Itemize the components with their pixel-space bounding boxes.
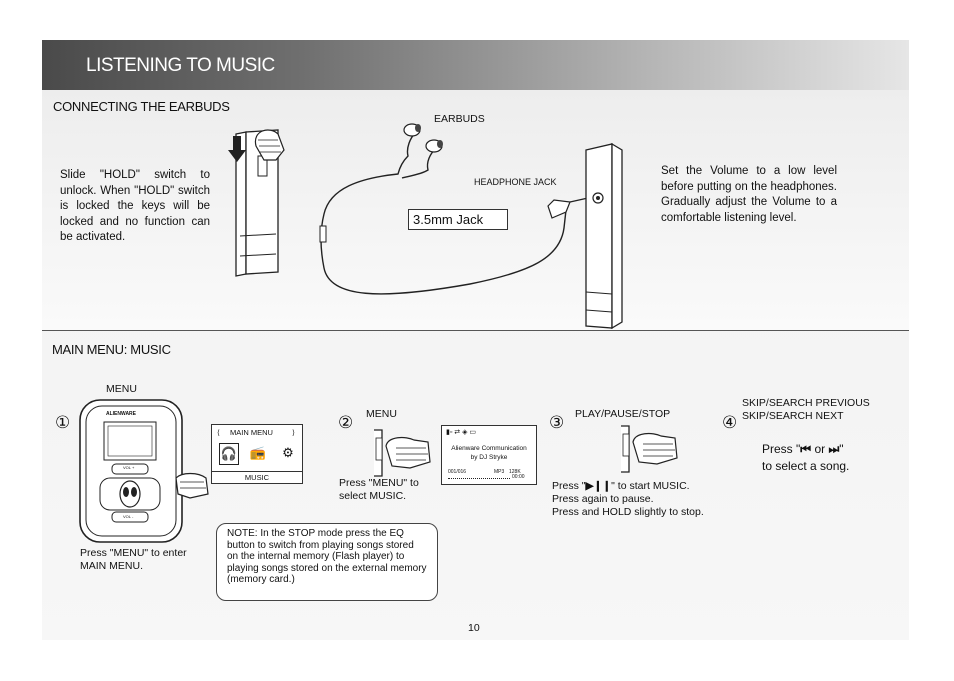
step4-label-next: SKIP/SEARCH NEXT — [742, 410, 844, 422]
step3-number: ③ — [549, 413, 565, 433]
step4-caption-post: " — [839, 442, 844, 456]
song-title: Alienware Communication — [451, 445, 527, 452]
step4-caption-or: or — [814, 442, 826, 456]
earbud-left-icon — [403, 123, 421, 137]
settings-icon: ⚙ — [282, 445, 294, 460]
elapsed-time: 00:00 — [512, 474, 525, 480]
step3-caption-post: " to start MUSIC. — [611, 480, 690, 492]
main-menu-screen: MAIN MENU ⟨ ⟩ 🎧 📻 ⚙ MUSIC — [211, 424, 303, 484]
status-icons: ▮▫ ⇄ ◈ ▭ — [446, 429, 477, 436]
step4-caption-pre: Press " — [762, 442, 801, 456]
chevron-right-icon: ⟩ — [292, 428, 295, 437]
jack-size-label: 3.5mm Jack — [408, 209, 508, 230]
song-artist: by DJ Stryke — [470, 454, 508, 461]
header-bar — [42, 40, 909, 90]
step4-number: ④ — [722, 413, 738, 433]
step3-line3: Press and HOLD slightly to stop. — [552, 506, 704, 518]
step4-label-previous: SKIP/SEARCH PREVIOUS — [742, 397, 870, 409]
audio-bitrate: 128K — [509, 469, 521, 475]
section-divider — [42, 330, 909, 331]
now-playing-screen: ▮▫ ⇄ ◈ ▭ Alienware Communication by DJ S… — [441, 425, 537, 485]
headphones-icon: 🎧 — [219, 443, 239, 465]
player-front-illustration — [79, 399, 209, 543]
progress-bar — [448, 478, 510, 479]
page-number: 10 — [468, 622, 480, 634]
down-arrow-icon — [228, 136, 246, 162]
step3-caption-pre: Press " — [552, 480, 586, 492]
radio-icon: 📻 — [249, 445, 267, 460]
step2-caption: Press "MENU" to select MUSIC. — [339, 477, 419, 502]
main-menu-screen-title: MAIN MENU — [230, 428, 273, 437]
vol-up-label: VOL + — [123, 465, 135, 470]
earbuds-section-title: CONNECTING THE EARBUDS — [53, 99, 230, 114]
play-button-hand-illustration — [621, 425, 678, 473]
chevron-left-icon: ⟨ — [217, 428, 220, 437]
step4-caption-line2: to select a song. — [762, 459, 850, 473]
page-title: LISTENING TO MUSIC — [86, 55, 275, 76]
earbuds-label: EARBUDS — [434, 113, 485, 125]
menu-button-hand-illustration — [374, 429, 431, 477]
menu-section-title: MAIN MENU: MUSIC — [52, 342, 171, 357]
step3-line2: Press again to pause. — [552, 493, 654, 505]
audio-format: MP3 — [494, 469, 505, 475]
volume-instructions: Set the Volume to a low level before put… — [661, 165, 837, 224]
skip-next-icon: ⏭ — [828, 442, 840, 456]
brand-logo: ALIENWARE — [106, 411, 136, 417]
step2-number: ② — [338, 413, 354, 433]
hold-instructions: Slide "HOLD" switch to unlock. When "HOL… — [60, 169, 210, 243]
eq-note: NOTE: In the STOP mode press the EQ butt… — [216, 523, 438, 601]
player-side-jack-illustration — [585, 142, 623, 330]
earbud-right-icon — [425, 139, 443, 153]
earbuds-cable-illustration — [319, 123, 589, 295]
jack-plug-icon — [547, 199, 571, 219]
skip-previous-icon: ⏮ — [800, 442, 812, 456]
step3-label: PLAY/PAUSE/STOP — [575, 408, 671, 420]
main-menu-screen-item: MUSIC — [212, 471, 302, 484]
step1-label: MENU — [106, 383, 137, 395]
step2-label: MENU — [366, 408, 397, 420]
track-number: 001/016 — [448, 469, 467, 475]
alien-logo-icon — [119, 480, 141, 508]
step4-caption: Press "⏮ or ⏭" — [762, 442, 844, 457]
step3-caption: Press "▶❙❙" to start MUSIC. — [552, 480, 690, 493]
player-side-hold-illustration — [228, 129, 285, 277]
vol-down-label: VOL - — [123, 514, 134, 519]
step1-caption: Press "MENU" to enter MAIN MENU. — [80, 547, 187, 572]
play-pause-icon: ▶❙❙ — [585, 480, 612, 492]
step1-number: ① — [55, 413, 71, 433]
headphone-jack-label: HEADPHONE JACK — [474, 177, 557, 187]
